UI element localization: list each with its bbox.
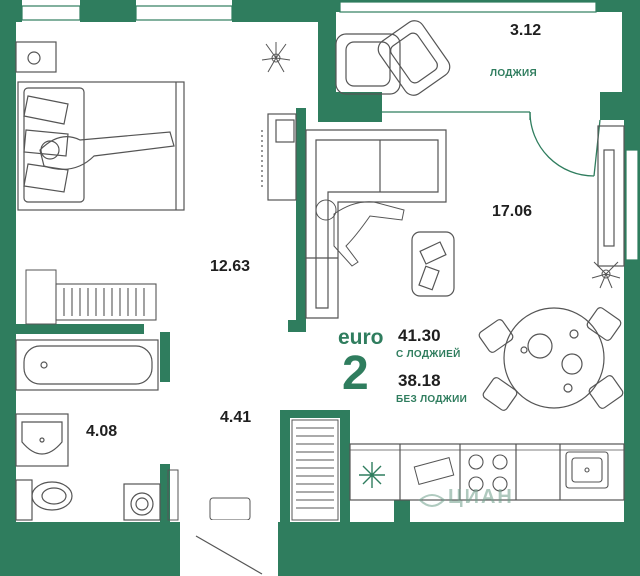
loggia-label: ЛОДЖИЯ	[490, 68, 538, 79]
living-area: 17.06	[492, 203, 533, 220]
tv-stand	[597, 125, 625, 267]
coffee-table	[411, 231, 455, 297]
hall-radiator-icon	[291, 419, 339, 521]
with-loggia-label: С ЛОДЖИЕЙ	[396, 349, 461, 360]
cian-logo-icon	[418, 494, 446, 507]
bathtub-icon	[15, 339, 159, 391]
loggia-armchair-icon	[335, 20, 451, 96]
washbasin	[15, 413, 69, 467]
sink-icon	[565, 451, 609, 489]
washing-machine-icon	[123, 483, 161, 521]
total-with-loggia: 41.30	[398, 326, 441, 345]
watermark-text: ЦИАН	[448, 486, 514, 508]
hall-shelf	[167, 469, 251, 521]
entrance-door	[180, 520, 278, 575]
without-loggia-label: БЕЗ ЛОДЖИИ	[396, 394, 468, 405]
bathroom-area: 4.08	[86, 423, 118, 440]
total-without-loggia: 38.18	[398, 371, 441, 390]
wardrobe	[25, 269, 57, 325]
bed-icon	[17, 81, 185, 211]
hall-area: 4.41	[220, 409, 252, 426]
layout-type-word: euro	[338, 326, 384, 349]
cutting-board	[413, 457, 455, 485]
bedroom-area: 12.63	[210, 258, 251, 275]
bedside-table	[15, 41, 57, 73]
radiator-icon	[55, 283, 157, 321]
dining-table-icon	[478, 307, 624, 411]
toilet-icon	[15, 479, 73, 521]
loggia-door	[382, 111, 601, 177]
windows	[21, 1, 639, 261]
kitchen-counter	[349, 443, 625, 501]
living-plant-icon	[591, 261, 621, 289]
bedroom-plant-icon	[261, 42, 291, 73]
loggia-area: 3.12	[510, 22, 542, 39]
bedroom-desk	[261, 113, 297, 201]
sofa-icon	[305, 129, 447, 319]
stove-icon	[468, 454, 508, 492]
snowflake-icon	[359, 462, 385, 488]
rooms-count: 2	[342, 347, 369, 400]
person-on-sofa	[315, 199, 405, 267]
